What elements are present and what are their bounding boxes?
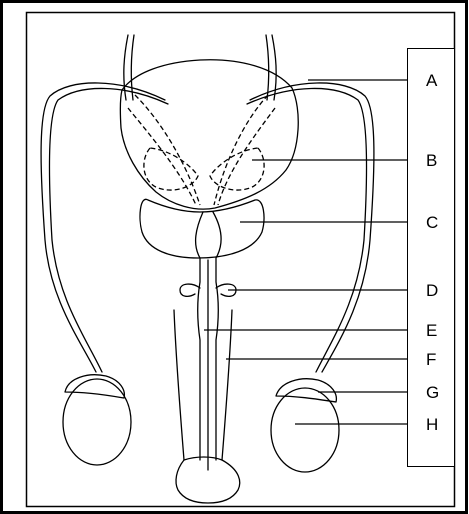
- ureter-left-inner: [131, 35, 134, 100]
- vas-deferens-left-outer: [41, 83, 165, 372]
- label-a: A: [426, 71, 438, 90]
- label-e: E: [426, 321, 437, 340]
- vas-deferens-right-outer: [250, 83, 374, 372]
- vas-deferens-left-inner: [50, 88, 168, 372]
- label-c: C: [426, 213, 438, 232]
- label-g: G: [426, 383, 439, 402]
- bladder: [120, 60, 298, 209]
- ureter-right-inner: [266, 35, 269, 100]
- inner-border: [27, 13, 455, 507]
- penis-right-outline: [222, 310, 232, 460]
- urethra-right-wall: [213, 212, 221, 460]
- label-d: D: [426, 281, 438, 300]
- ejaculatory-duct-left-1: [135, 95, 200, 205]
- ejaculatory-duct-left-2: [128, 108, 196, 205]
- seminal-vesicle-right: [210, 148, 264, 190]
- penis-left-outline: [174, 310, 184, 460]
- prostate: [140, 199, 264, 258]
- bulbourethral-gland-left: [180, 284, 200, 296]
- label-box: [408, 49, 455, 467]
- label-b: B: [426, 151, 437, 170]
- urethra-left-wall: [196, 212, 203, 460]
- seminal-vesicle-left: [144, 148, 198, 190]
- label-h: H: [426, 415, 438, 434]
- ejaculatory-duct-right-2: [218, 108, 275, 205]
- label-f: F: [426, 350, 436, 369]
